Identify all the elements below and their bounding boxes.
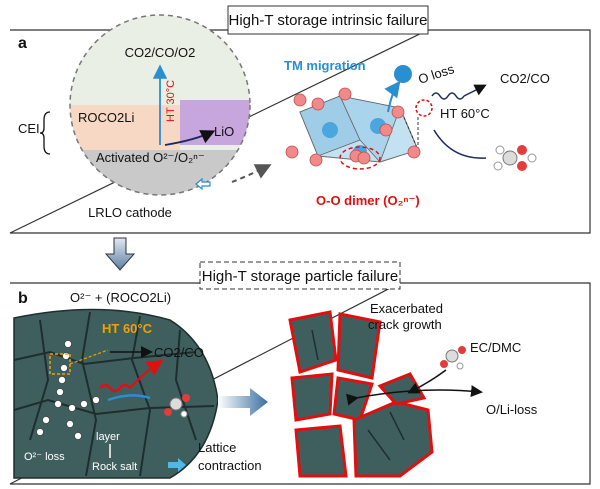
panel-a-title-box <box>227 5 429 35</box>
oxygen-vacancy-dot <box>80 400 88 408</box>
oxygen-vacancy-dot <box>54 400 62 408</box>
oxygen-vacancy-dot <box>56 388 64 396</box>
inset-pointer-arrow <box>195 177 211 191</box>
gas-evolution-wave <box>99 383 131 393</box>
grain-boundary <box>130 315 152 477</box>
oxygen-vacancy-dot <box>58 376 66 384</box>
oxygen-atom <box>285 145 299 159</box>
gas-evolution-arrow <box>129 359 164 389</box>
electrolyte-path <box>107 394 151 402</box>
oxygen-vacancy-dot <box>68 404 76 412</box>
cei-label: CEI <box>18 121 40 136</box>
oxygen-vacancy-dot <box>92 396 100 404</box>
internal-grain-line <box>389 411 405 441</box>
contraction-arrow <box>168 458 186 472</box>
oxygen-atom <box>293 93 307 107</box>
top-formula-label: O²⁻ + (ROCO2Li) <box>70 290 171 305</box>
solvent-molecule-b <box>164 394 190 418</box>
cracked-particle <box>288 310 434 478</box>
panel-a-letter: a <box>18 35 27 52</box>
electrolyte-arrow <box>433 129 487 159</box>
oxygen-vacancy-dot <box>66 420 74 428</box>
oxygen-vacancy-dot <box>60 364 68 372</box>
crack-growth-label: crack growth <box>368 317 442 332</box>
panel-b-title: High-T storage particle failure <box>202 268 398 285</box>
grain-cracked <box>352 400 434 478</box>
grain-boundary <box>174 329 197 441</box>
ec-dmc-label: EC/DMC <box>470 340 521 355</box>
grain-boundary <box>80 311 98 477</box>
panel-b-title-box <box>199 261 401 290</box>
cei-layer <box>70 105 180 150</box>
tm-migration-arrow <box>384 80 401 113</box>
o-li-loss-label: O/Li-loss <box>486 402 538 417</box>
solvent-molecule-c <box>440 346 466 370</box>
internal-grain-line <box>311 329 319 361</box>
oxygen-atom <box>309 153 323 167</box>
cei-brace <box>39 111 51 155</box>
degradation-arrow <box>218 388 268 416</box>
oxygen-vacancy-dot <box>74 432 82 440</box>
octahedron-face-2 <box>339 95 401 163</box>
o-o-dimer-label: O-O dimer (O₂ⁿ⁻) <box>316 193 420 208</box>
grain-cracked <box>336 312 382 380</box>
lio-label: LiO <box>214 124 234 139</box>
ht-30-label: HT 30°C <box>165 80 177 122</box>
panel-a: High-T storage intrinsic failure a CO2/C… <box>9 5 591 234</box>
migrated-tm-atom <box>394 65 412 83</box>
o-li-loss-arrow <box>346 385 483 406</box>
oxygen-atom <box>379 123 393 137</box>
oxygen-atom <box>407 145 421 159</box>
exacerbated-label: Exacerbated <box>370 301 443 316</box>
zoom-leader <box>69 349 109 365</box>
o-loss-arrow <box>463 84 487 97</box>
tm-migration-label: TM migration <box>284 58 366 73</box>
oxygen-atom <box>338 87 352 101</box>
pristine-particle <box>13 308 219 479</box>
oxygen-vacancy-dot <box>42 416 50 424</box>
grain-cracked <box>294 424 348 478</box>
particle-body <box>13 308 219 479</box>
grain-boundary <box>29 319 50 441</box>
cathode-inset: CO2/CO/O2 HT 30°C LiO ROCO2Li Activated … <box>69 14 251 196</box>
inset-outline <box>69 14 251 196</box>
oxygen-vacancy-dot <box>36 428 44 436</box>
o-loss-wave <box>431 92 465 100</box>
oxygen-vacancy <box>415 99 433 117</box>
dimer-highlight <box>339 146 381 170</box>
oxygen-atom <box>311 97 325 111</box>
activated-oxygen-label: Activated O²⁻/O₂ⁿ⁻ <box>96 150 205 165</box>
rock-salt-label: Rock salt <box>92 461 137 473</box>
co2-co-label: CO2/CO <box>500 71 550 86</box>
panel-b-letter: b <box>18 290 28 307</box>
o-loss-label-b: O²⁻ loss <box>24 451 65 463</box>
solvent-molecule <box>493 145 537 171</box>
roco2li-label: ROCO2Li <box>78 110 134 125</box>
grain-cracked <box>288 310 338 374</box>
oxygen-atom <box>357 151 371 165</box>
ht-60-label-b: HT 60°C <box>102 321 153 336</box>
ht-60-label: HT 60°C <box>440 106 490 121</box>
grain-boundary <box>13 350 197 366</box>
panel-b: High-T storage particle failure b O²⁻ + … <box>9 261 591 485</box>
internal-grain-line <box>367 429 391 461</box>
panel-a-title: High-T storage intrinsic failure <box>229 12 428 29</box>
transition-down-arrow <box>104 237 136 271</box>
lattice-label: Lattice <box>198 440 236 455</box>
oxygen-atom <box>391 105 405 119</box>
cathode-label: LRLO cathode <box>88 205 172 220</box>
grain-cracked <box>290 372 334 422</box>
inset-products: CO2/CO/O2 <box>125 45 196 60</box>
co2-co-label-b: CO2/CO <box>154 345 204 360</box>
zoom-arrow <box>231 164 272 183</box>
tm-atom <box>322 122 338 138</box>
layer-label: layer <box>96 431 120 443</box>
oxygen-vacancy-dot <box>64 340 72 348</box>
contraction-label: contraction <box>198 458 262 473</box>
lio-arrow <box>164 130 216 146</box>
o-loss-label: O loss <box>416 61 456 87</box>
crystal-structure <box>285 65 433 170</box>
